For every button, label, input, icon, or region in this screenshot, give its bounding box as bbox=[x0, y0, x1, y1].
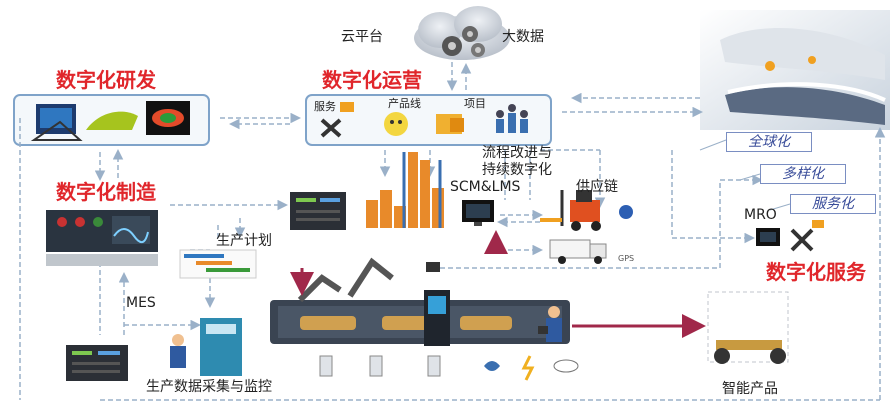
project-label: 项目 bbox=[464, 97, 486, 110]
data-collect-label: 生产数据采集与监控 bbox=[146, 379, 272, 395]
mes-label: MES bbox=[126, 295, 156, 311]
rd-monitor-icons bbox=[30, 101, 190, 141]
data-cabinet-icon bbox=[200, 318, 242, 376]
scm-lms-label: SCM&LMS bbox=[450, 179, 521, 195]
digital-mfg-heading: 数字化制造 bbox=[56, 180, 156, 204]
big-data-label: 大数据 bbox=[502, 29, 544, 45]
production-plan-label: 生产计划 bbox=[216, 233, 272, 249]
digital-rd-heading: 数字化研发 bbox=[56, 68, 156, 92]
digital-ops-heading: 数字化运营 bbox=[322, 68, 422, 92]
digital-service-heading: 数字化服务 bbox=[766, 260, 866, 284]
mro-label: MRO bbox=[744, 207, 777, 223]
ops-icons bbox=[320, 102, 528, 138]
gps-label: GPS bbox=[618, 254, 635, 263]
gantt-chart-icon bbox=[179, 249, 257, 279]
barcode-scan-icon bbox=[619, 205, 633, 219]
mro-icons bbox=[756, 220, 824, 252]
scm-monitor-icon bbox=[462, 200, 494, 226]
supply-chain-label: 供应链 bbox=[576, 179, 618, 195]
dashed-connectors bbox=[19, 62, 886, 401]
cloud-icon bbox=[414, 6, 510, 60]
tag-leaders bbox=[699, 139, 791, 211]
diversification-tag: 多样化 bbox=[760, 164, 846, 184]
warehouse-chart-icon bbox=[366, 152, 444, 228]
operator-icon bbox=[538, 306, 562, 342]
server-rack-icon-2 bbox=[66, 345, 128, 381]
product-line-label: 产品线 bbox=[388, 97, 421, 110]
cloud-platform-label: 云平台 bbox=[341, 29, 383, 45]
globe-train-icon bbox=[700, 10, 890, 130]
globalization-tag: 全球化 bbox=[726, 132, 812, 152]
service-label: 服务 bbox=[314, 100, 336, 113]
process-improve-label-2: 持续数字化 bbox=[482, 162, 552, 178]
forklift-icon bbox=[540, 190, 601, 231]
production-line bbox=[270, 257, 570, 346]
servitization-tag: 服务化 bbox=[790, 194, 876, 214]
truck-icon bbox=[549, 239, 607, 264]
smart-product-icon bbox=[707, 291, 789, 364]
smart-product-label: 智能产品 bbox=[722, 381, 778, 397]
process-improve-label-1: 流程改进与 bbox=[482, 145, 552, 161]
worker-icon bbox=[170, 334, 186, 368]
server-rack-icon bbox=[290, 192, 346, 230]
mes-control-panel bbox=[46, 210, 158, 266]
sensor-icons bbox=[319, 355, 579, 381]
ops-box bbox=[305, 94, 552, 146]
